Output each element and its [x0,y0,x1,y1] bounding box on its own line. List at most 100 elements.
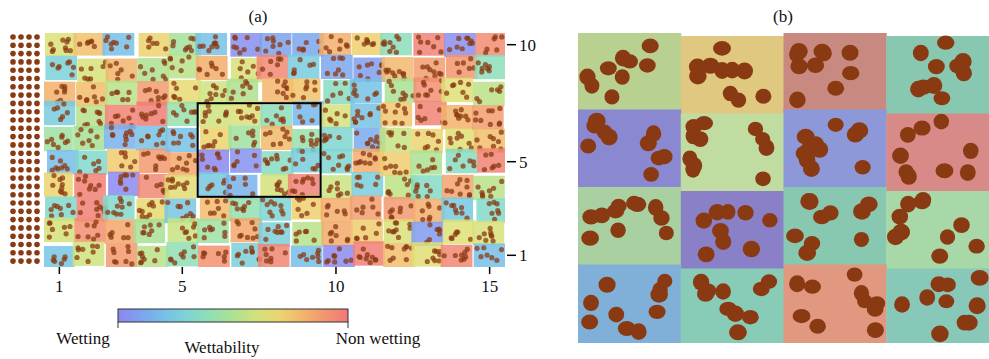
particle-dot [124,137,129,142]
particle-dot [252,119,257,124]
particle-dot [205,186,210,191]
wettability-cell [260,174,292,198]
particle-dot [755,171,771,186]
wettability-cell [74,173,106,197]
particle-dot [114,90,119,95]
particle-dot [901,168,917,185]
wettability-cell [472,221,504,245]
particle-dot [476,60,481,65]
particle-dot [444,91,449,96]
particle-dot [492,36,497,41]
wettability-cell [226,79,258,103]
particle-dot [368,260,373,265]
particle-dot [216,118,221,123]
particle-dot [184,160,189,165]
particle-dot [177,156,182,161]
particle-dot [447,166,452,171]
particle-dot [404,244,409,249]
particle-dot [10,109,16,115]
particle-dot [487,201,492,206]
particle-dot [168,56,173,61]
particle-dot [389,245,394,250]
particle-dot [343,113,348,118]
particle-dot [10,175,16,181]
particle-dot [190,134,195,139]
particle-dot [431,44,436,49]
particle-dot [18,242,24,248]
particle-dot [89,39,94,44]
wettability-cell [289,79,321,103]
particle-dot [128,165,133,170]
particle-dot [386,190,391,195]
particle-dot [48,42,53,47]
wettability-cell [353,241,385,265]
particle-dot [26,84,32,90]
particle-dot [487,188,492,193]
wettability-cell [136,126,168,150]
wettability-cell [886,191,989,271]
particle-dot [389,215,394,220]
particle-dot [105,34,110,39]
wettability-cell [104,124,136,148]
particle-dot [231,44,236,49]
particle-dot [50,183,55,188]
particle-dot [175,165,180,170]
particle-dot [436,139,441,144]
particle-dot [191,244,196,249]
particle-dot [326,155,331,160]
particle-dot [334,233,339,238]
wettability-cell [886,36,989,116]
wettability-cell [137,246,169,267]
particle-dot [18,150,24,156]
wettability-cell [474,244,505,267]
particle-dot [153,167,158,172]
wettability-cell [106,243,138,267]
particle-dot [496,163,501,168]
particle-dot [264,118,269,123]
particle-dot [396,235,401,240]
particle-dot [954,53,971,70]
particle-dot [355,35,360,40]
particle-dot [246,200,251,205]
colorbar-label: Non wetting [336,330,421,347]
particle-dot [168,256,173,261]
particle-dot [59,135,64,140]
particle-dot [359,115,364,120]
particle-dot [223,250,228,255]
tick-mark [507,44,516,46]
particle-dot [442,253,447,258]
particle-dot [18,225,24,231]
particle-dot [124,173,129,178]
particle-dot [223,111,228,116]
particle-dot [66,203,71,208]
particle-dot [499,179,504,184]
particle-dot [416,194,421,199]
particle-dot [146,45,151,50]
particle-dot [755,89,771,104]
wettability-cell [384,219,416,243]
particle-dot [453,157,458,162]
particle-dot [416,164,421,169]
particle-dot [18,258,24,264]
particle-dot [299,213,304,218]
particle-dot [209,96,214,101]
particle-dot [122,150,127,155]
particle-dot [139,138,144,143]
particle-dot [51,173,56,178]
particle-dot [150,77,155,82]
particle-dot [59,261,64,266]
particle-dot [221,213,226,218]
wettability-cell [197,149,229,173]
particle-dot [789,47,804,63]
particle-dot [377,70,382,75]
particle-dot [155,247,160,252]
particle-dot [158,128,163,133]
particle-dot [85,77,90,82]
wettability-cell [200,197,232,221]
particle-dot [130,73,135,78]
particle-dot [66,37,71,42]
particle-dot [221,221,226,226]
wettability-cell [230,148,262,172]
wettability-cell [260,104,292,128]
wettability-cell [578,187,681,267]
